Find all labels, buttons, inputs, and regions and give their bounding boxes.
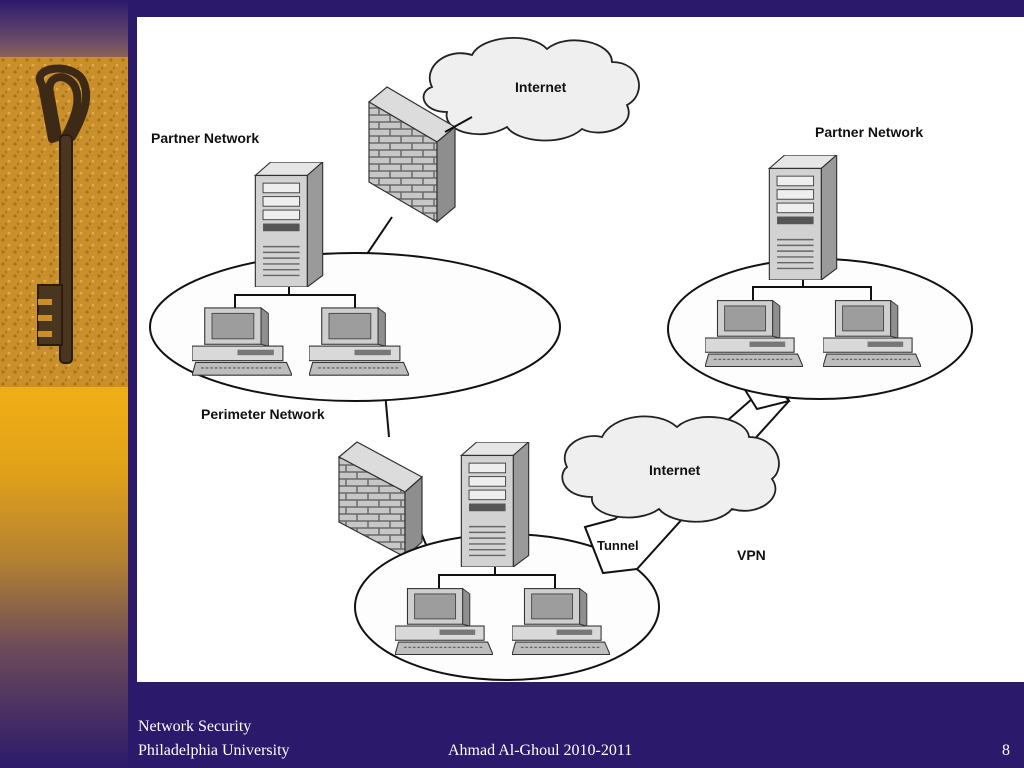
lan-links-right: [752, 280, 872, 301]
firewall-bottom: [337, 441, 424, 559]
server-icon: [460, 442, 530, 567]
slide-content: Internet Partner Network Perimeter Netwo…: [137, 17, 1024, 682]
slide-footer: Network Security Philadelphia University…: [128, 682, 1024, 768]
perimeter-network-label: Perimeter Network: [201, 406, 325, 422]
internet-top-label: Internet: [515, 79, 567, 95]
firewall-top: [367, 86, 457, 224]
partner-network-right-label: Partner Network: [815, 124, 923, 140]
tunnel-label: Tunnel: [597, 538, 639, 553]
footer-course: Network Security: [138, 718, 252, 735]
vpn-label: VPN: [737, 547, 766, 563]
lan-links-bottom: [438, 567, 556, 589]
internet-cloud-top: Internet: [422, 37, 640, 142]
key-photo: [0, 57, 128, 387]
internet-cloud-bottom: Internet: [561, 415, 780, 523]
footer-university: Philadelphia University: [138, 742, 290, 759]
network-diagram: Internet Partner Network Perimeter Netwo…: [149, 37, 973, 681]
key-icon: [35, 64, 91, 364]
internet-bottom-label: Internet: [649, 462, 701, 478]
server-icon: [768, 155, 838, 280]
lan-links-left: [234, 287, 356, 309]
footer-page-number: 8: [1002, 742, 1010, 759]
partner-network-left-label: Partner Network: [151, 130, 259, 146]
footer-author: Ahmad Al-Ghoul 2010-2011: [448, 742, 633, 759]
server-icon: [254, 162, 324, 287]
sidebar-gradient: [0, 0, 128, 768]
top-rule: [128, 0, 1024, 17]
